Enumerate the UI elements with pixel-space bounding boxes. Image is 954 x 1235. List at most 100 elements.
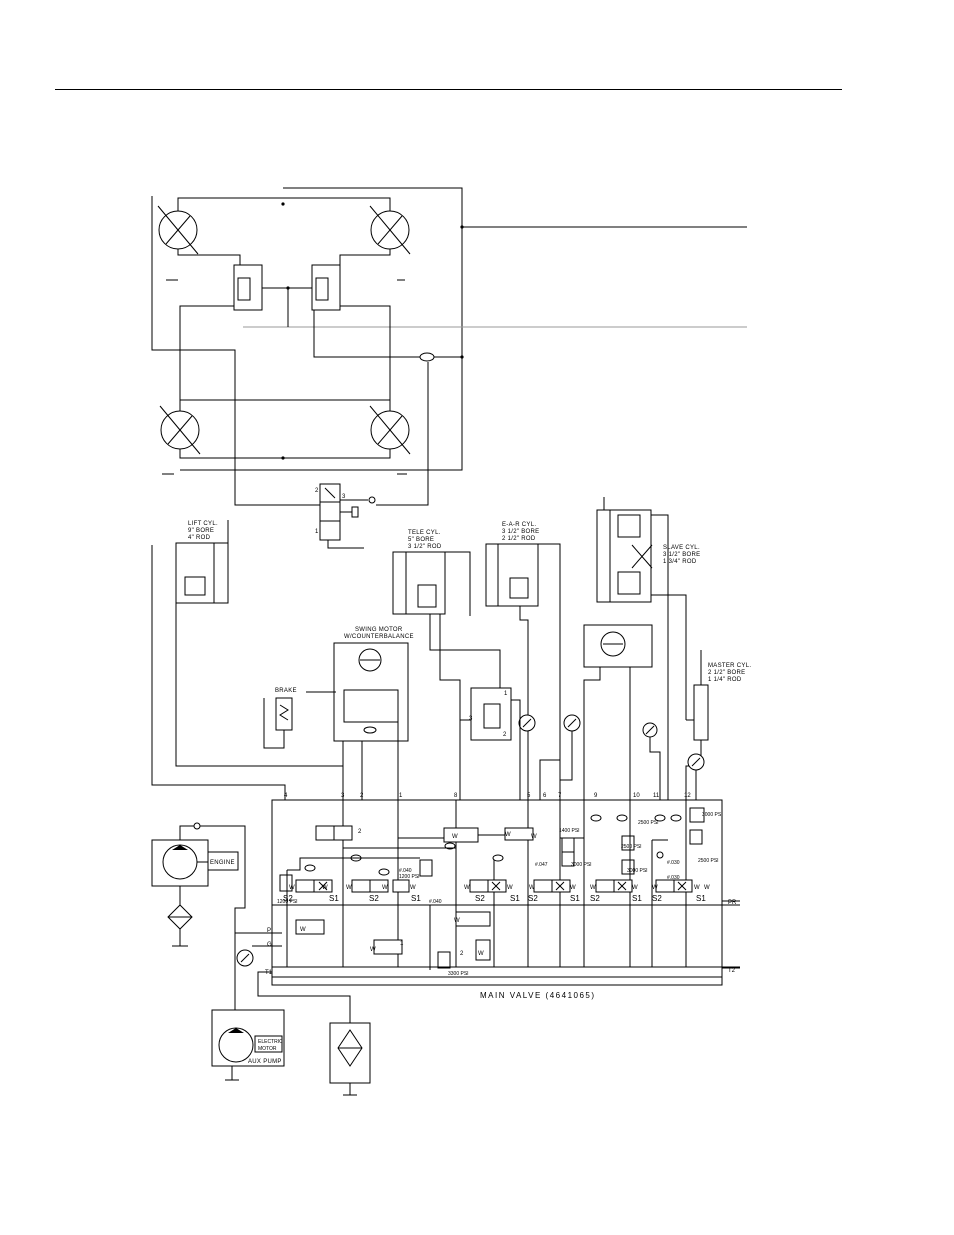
tele-line	[511, 699, 521, 800]
port-label: 3	[469, 716, 473, 722]
valve-mark: W	[478, 951, 484, 957]
valve-mark: W	[529, 885, 535, 891]
aux-pump-label: AUX PUMP	[248, 1059, 282, 1065]
orifice-size: #.030	[667, 875, 680, 881]
pressure-setting: 1400 PSI	[559, 828, 580, 834]
tele-cyl-rod: 3 1/2" ROD	[408, 544, 442, 550]
valve-mark: W	[370, 947, 376, 953]
aux-pump: ELECTRIC MOTOR AUX PUMP	[211, 1009, 285, 1081]
brake-icon	[275, 697, 293, 731]
tele-control-section	[469, 879, 507, 893]
platform-directional-valve	[455, 911, 491, 927]
orifice-size: #.047	[535, 862, 548, 868]
accumulator-valve	[475, 939, 491, 961]
port-5-label: 5	[527, 793, 531, 799]
slave-cylinder: SLAVE CYL. 3 1/2" BORE 1 3/4" ROD	[596, 497, 700, 800]
port-2-label: 2	[360, 793, 364, 799]
electric-motor-label: ELECTRIC	[258, 1039, 283, 1045]
pressure-setting: 3000 PSI	[627, 868, 648, 874]
tele-cyl-title: TELE CYL.	[408, 530, 441, 536]
flow-divider-right	[311, 264, 341, 311]
tele-cylinder: TELE CYL. 5" BORE 3 1/2" ROD	[392, 530, 501, 800]
orifice-size: #.030	[667, 860, 680, 866]
valve-mark: W	[289, 885, 295, 891]
solenoid-label: S1	[570, 894, 580, 903]
valve-mark: W	[590, 885, 596, 891]
port-3-label: 3	[341, 793, 345, 799]
valve-mark: W	[531, 834, 537, 840]
tele-directional-valve	[443, 827, 479, 843]
master-cyl-rod: 1 1/4" ROD	[708, 677, 742, 683]
line-t2-label: T2	[728, 968, 736, 974]
port-label: 2	[315, 488, 319, 494]
solenoid-label: S2	[652, 894, 662, 903]
pressure-setting: 3300 PSI	[448, 971, 469, 977]
drive-motor-section: 2 3 1	[151, 187, 747, 549]
valve-mark: W	[382, 885, 388, 891]
solenoid-label: S1	[632, 894, 642, 903]
engine-pump: ENGINE	[151, 822, 246, 1010]
pressure-setting: 3000 PSI	[571, 862, 592, 868]
valve-mark: W	[464, 885, 470, 891]
line-t1-label: T1	[265, 970, 273, 976]
jib-motor	[583, 624, 653, 800]
valve-mark: W	[694, 885, 700, 891]
jib-control-section	[595, 879, 633, 893]
port-12-label: 12	[684, 793, 691, 799]
slave-cyl-bore: 3 1/2" BORE	[663, 552, 700, 558]
port-label: 2	[460, 951, 464, 957]
level-control-section	[655, 879, 693, 893]
relief-valve-icon	[561, 851, 575, 867]
pressure-setting: 2500 PSI	[621, 844, 642, 850]
ear-directional-valve	[504, 827, 534, 841]
bypass-valve	[373, 939, 403, 955]
tele-cyl-bore: 5" BORE	[408, 537, 434, 543]
relief-valve-icon	[437, 951, 451, 969]
relief-valve-icon	[621, 859, 635, 875]
slave-cyl-title: SLAVE CYL.	[663, 545, 700, 551]
line-p-label: P	[267, 928, 271, 934]
gauge-line	[560, 731, 573, 781]
gauge-line	[649, 737, 661, 800]
port-4-label: 4	[284, 793, 288, 799]
swing-motor: SWING MOTOR W/COUNTERBALANCE	[333, 627, 414, 800]
master-cyl-bore: 2 1/2" BORE	[708, 670, 745, 676]
lift-control-section	[295, 879, 333, 893]
valve-mark: W	[632, 885, 638, 891]
valve-mark: W	[346, 885, 352, 891]
swing-motor-title: SWING MOTOR	[355, 627, 403, 633]
lift-cyl-title: LIFT CYL.	[188, 521, 218, 527]
main-pump-icon	[162, 844, 198, 880]
solenoid-label: S1	[510, 894, 520, 903]
lift-cyl-rod: 4" ROD	[188, 535, 211, 541]
solenoid-label: S1	[411, 894, 421, 903]
lift-cyl-bore: 9" BORE	[188, 528, 214, 534]
relief-valve-icon	[419, 859, 433, 877]
relief-valve-icon	[621, 835, 635, 851]
main-valve: 4 3 2 1 8 5 6 7 9 10 11 12 PR T2 P G T1 …	[235, 793, 740, 1000]
gauge-line	[539, 723, 561, 800]
relief-valve-icon	[279, 874, 293, 892]
valve-mark: W	[300, 927, 306, 933]
swing-control-section	[351, 879, 410, 893]
valve-mark: W	[454, 918, 460, 924]
port-1-label: 1	[399, 793, 403, 799]
relief-valve-icon	[689, 807, 705, 823]
pressure-setting: 1200 PSI	[399, 874, 420, 880]
valve-mark: W	[410, 885, 416, 891]
pressure-setting: 2500 PSI	[638, 820, 659, 826]
dump-valve	[295, 919, 325, 935]
port-11-label: 11	[653, 793, 660, 799]
valve-mark: W	[507, 885, 513, 891]
page-header-rule	[55, 89, 842, 90]
solenoid-label: S1	[696, 894, 706, 903]
pressure-setting: 2500 PSI	[698, 858, 719, 864]
shuttle-valve-icon	[419, 352, 435, 362]
flow-divider-left	[233, 264, 263, 311]
ear-cyl-rod: 2 1/2" ROD	[502, 536, 536, 542]
solenoid-label: S2	[369, 894, 379, 903]
port-label: 1	[400, 941, 404, 947]
valve-mark: W	[652, 885, 658, 891]
pressure-setting: 1200 PSI	[277, 899, 298, 905]
valve-mark: W	[570, 885, 576, 891]
